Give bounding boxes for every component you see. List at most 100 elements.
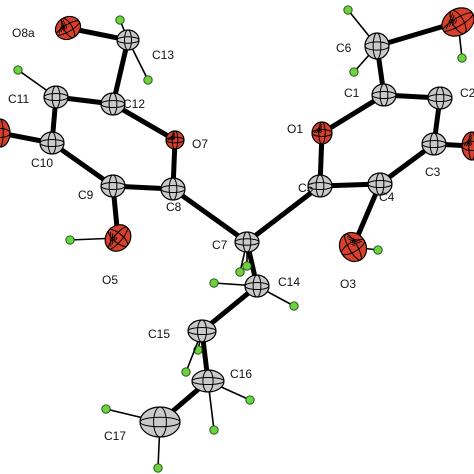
atom-axis-C13 xyxy=(116,36,140,44)
hydrogen-atom-C11-2 xyxy=(13,65,23,75)
atom-axis2-C14 xyxy=(252,274,262,298)
atom-axis2-C5 xyxy=(315,174,325,198)
hydrogen-atom-C14-7 xyxy=(209,278,219,288)
atom-axis-O8a xyxy=(56,20,80,36)
atom-axis2-O1 xyxy=(318,121,326,145)
atom-axis2-C2 xyxy=(435,86,445,110)
atom-O6a xyxy=(441,7,474,37)
atom-axis2-C6 xyxy=(372,32,382,60)
atom-C6 xyxy=(364,32,390,60)
atom-axis-C12 xyxy=(100,99,126,109)
atom-label-O7: O7 xyxy=(192,137,208,151)
atom-axis2-O5 xyxy=(107,229,129,247)
atom-axis2-C16 xyxy=(202,369,214,393)
hydrogen-atom-C14-6 xyxy=(289,301,299,311)
atom-axis-C7 xyxy=(234,238,260,246)
hydrogen-atom-C13-0 xyxy=(115,15,125,25)
atom-ellipsoid-C8 xyxy=(160,177,186,201)
atom-hatch-O5 xyxy=(115,236,117,241)
atom-ellipsoid-C16 xyxy=(191,369,225,393)
atom-O7 xyxy=(165,130,185,150)
atom-C4 xyxy=(367,172,393,196)
atom-axis2-C3 xyxy=(429,132,439,156)
hydrogen-atom-C17-13 xyxy=(153,463,163,473)
atom-label-O3: O3 xyxy=(340,277,356,291)
atom-label-O8a: O8a xyxy=(12,26,35,40)
atom-O1 xyxy=(311,121,333,145)
atom-axis-O1 xyxy=(311,128,333,138)
atom-C8 xyxy=(160,177,186,201)
atom-ellipsoid-O8a xyxy=(54,15,82,41)
atom-C14 xyxy=(244,274,270,298)
atom-ellipsoid-C13 xyxy=(116,29,140,51)
atom-O5 xyxy=(104,224,132,252)
atom-axis-C9 xyxy=(100,181,126,191)
atom-axis2-C1 xyxy=(379,83,389,107)
atom-hatch-O1 xyxy=(315,126,323,134)
atom-axis2-O2 xyxy=(468,131,474,161)
atom-hatch-O8a xyxy=(63,24,67,31)
atom-hatch-O3 xyxy=(348,238,360,244)
atom-ellipsoid-C9 xyxy=(100,174,126,198)
atom-axis-C10 xyxy=(39,138,65,148)
atom-hatch-O5 xyxy=(113,234,115,243)
atom-label-C6: C6 xyxy=(336,41,352,55)
atom-hatch-O6a xyxy=(445,12,454,29)
atom-axis2-O7 xyxy=(171,130,179,150)
atom-hatch-O3 xyxy=(351,243,356,247)
atom-ellipsoid-O3 xyxy=(338,231,368,263)
hydrogen-atom-layer xyxy=(13,5,467,473)
atom-label-O1: O1 xyxy=(287,122,303,136)
atom-C12 xyxy=(100,92,126,116)
atom-C2 xyxy=(427,86,453,110)
atom-C16 xyxy=(191,369,225,393)
atom-axis-O10 xyxy=(0,128,11,138)
atom-C9 xyxy=(100,174,126,198)
atom-axis-C14 xyxy=(244,281,270,291)
atom-C13 xyxy=(116,29,140,51)
hydrogen-atom-C15-9 xyxy=(181,367,191,377)
atom-C10 xyxy=(39,131,65,155)
atom-label-C1: C1 xyxy=(344,86,360,100)
atom-hatch-O1 xyxy=(317,128,323,134)
atom-axis2-C11 xyxy=(51,85,61,109)
atom-hatch-O5 xyxy=(112,233,114,245)
atom-C3 xyxy=(421,132,447,156)
atom-label-C15: C15 xyxy=(148,327,170,341)
atom-hatch-O7 xyxy=(171,136,176,141)
atom-axis2-C7 xyxy=(242,231,252,253)
atom-axis2-O8a xyxy=(60,17,76,39)
atom-hatch-O8a xyxy=(65,25,68,30)
atom-hatch-O6a xyxy=(448,15,455,28)
hydrogen-atom-C17-12 xyxy=(101,404,111,414)
atom-label-C10: C10 xyxy=(31,156,53,170)
atom-axis2-C10 xyxy=(47,131,57,155)
atom-hatch-O2 xyxy=(463,134,473,147)
atom-label-C17: C17 xyxy=(104,429,126,443)
atom-axis-C6 xyxy=(364,41,390,51)
atom-hatch-O2 xyxy=(465,137,473,147)
atom-ellipsoid-O1 xyxy=(311,121,333,145)
atom-axis2-C17 xyxy=(153,406,167,438)
atom-label-C14: C14 xyxy=(278,275,300,289)
atom-label-C13: C13 xyxy=(152,48,174,62)
atom-hatch-O8a xyxy=(58,20,65,34)
atom-ellipsoid-C11 xyxy=(43,85,69,109)
atom-axis-O2 xyxy=(461,141,474,151)
atom-hatch-O1 xyxy=(313,123,323,134)
hydrogen-atom-C16-10 xyxy=(245,395,255,405)
hydrogen-atom-C13-1 xyxy=(143,75,153,85)
atom-ellipsoid-C7 xyxy=(234,231,260,253)
atom-axis2-C15 xyxy=(197,319,207,343)
atom-O8a xyxy=(54,15,82,41)
atom-ellipsoid-C17 xyxy=(139,406,181,438)
atom-label-C16: C16 xyxy=(230,367,252,381)
atom-axis2-C13 xyxy=(123,29,133,51)
hydrogen-atom-C6-15 xyxy=(349,67,359,77)
atom-axis-O5 xyxy=(108,226,128,250)
atom-axis-O3 xyxy=(344,233,362,261)
atom-hatch-O3 xyxy=(346,236,363,243)
atom-ellipsoid-C10 xyxy=(39,131,65,155)
atom-hatch-O2 xyxy=(469,142,473,147)
